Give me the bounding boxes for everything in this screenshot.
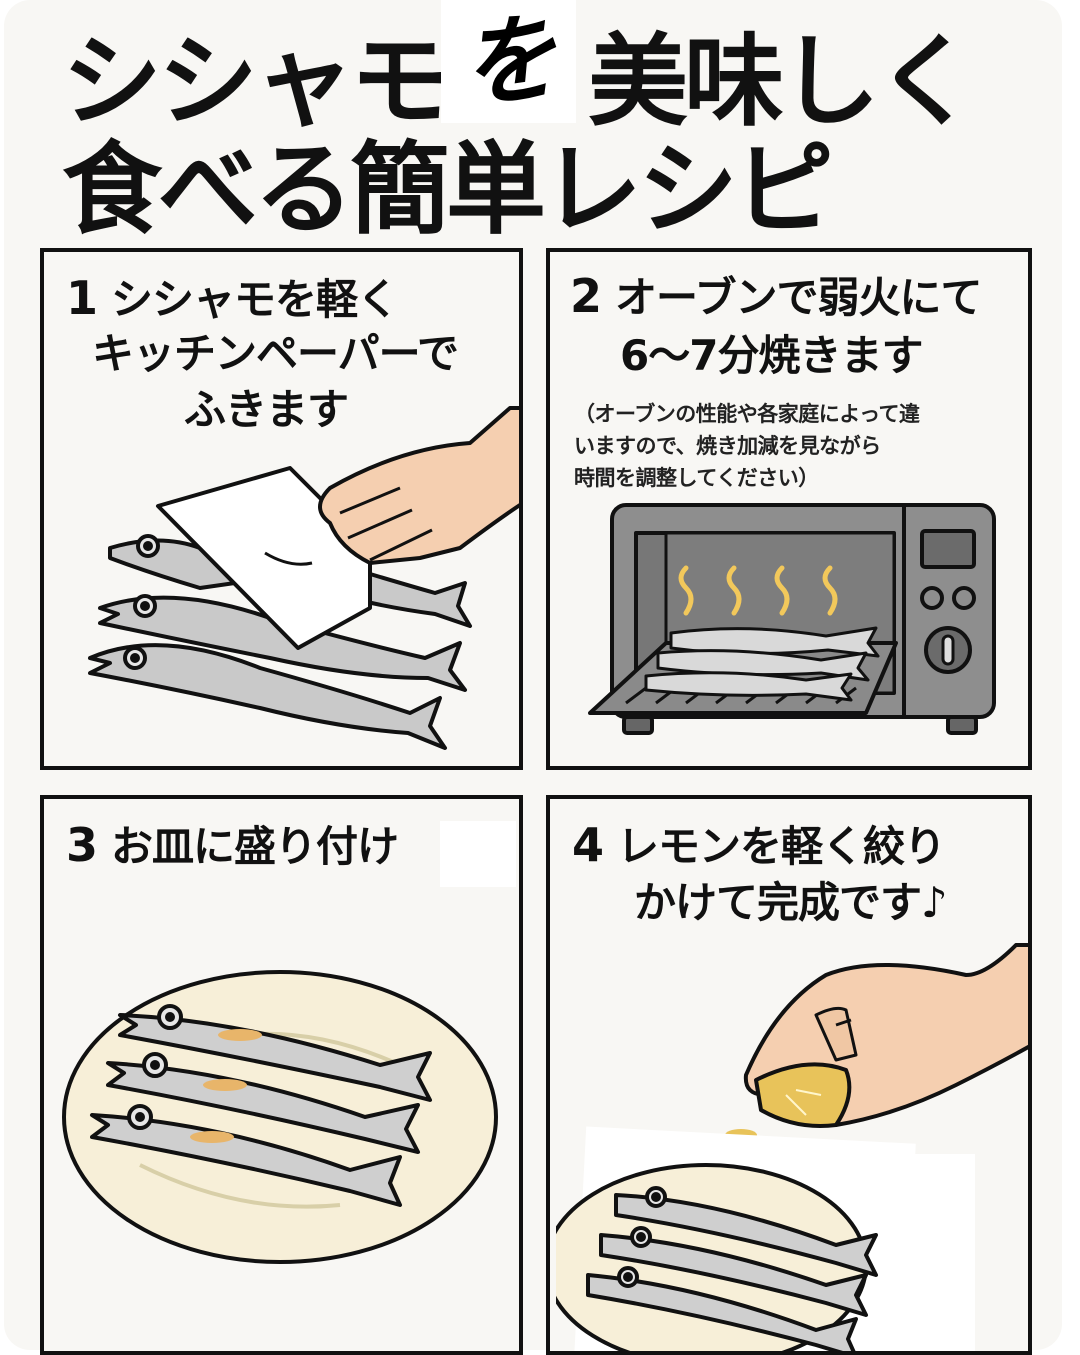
- plated-fish-illustration: [62, 970, 498, 1264]
- step-3-number: 3: [66, 818, 98, 872]
- inset-edge-patch: [895, 1154, 975, 1351]
- title-part-2: 美味しく: [588, 23, 976, 140]
- title-particle: を: [453, 0, 564, 124]
- step-4-number: 4: [572, 818, 604, 872]
- step-1-line-2: キッチンペーパーで: [92, 329, 459, 378]
- step-1-line-3: ふきます: [184, 385, 349, 434]
- oven-illustration: [588, 503, 996, 735]
- step-2-number: 2: [570, 269, 602, 323]
- title-patch: を: [441, 0, 576, 124]
- step-4-line-2: かけて完成です♪: [634, 878, 948, 927]
- title-line-2: 食べる簡単レシピ: [62, 131, 834, 248]
- step-1-number: 1: [66, 271, 98, 325]
- step-2-note: （オーブンの性能や各家庭によって違 いますので、焼き加減を見ながら 時間を調整し…: [574, 402, 920, 490]
- step-2-line-2: 6〜7分焼きます: [620, 331, 923, 380]
- cover-patch: [440, 821, 516, 887]
- lemon-squeeze-illustration: [725, 943, 1028, 1141]
- inset-plated-fish: [556, 1163, 878, 1351]
- wipe-fish-illustration: [88, 406, 519, 750]
- title-part-1: シシャモ: [62, 23, 450, 140]
